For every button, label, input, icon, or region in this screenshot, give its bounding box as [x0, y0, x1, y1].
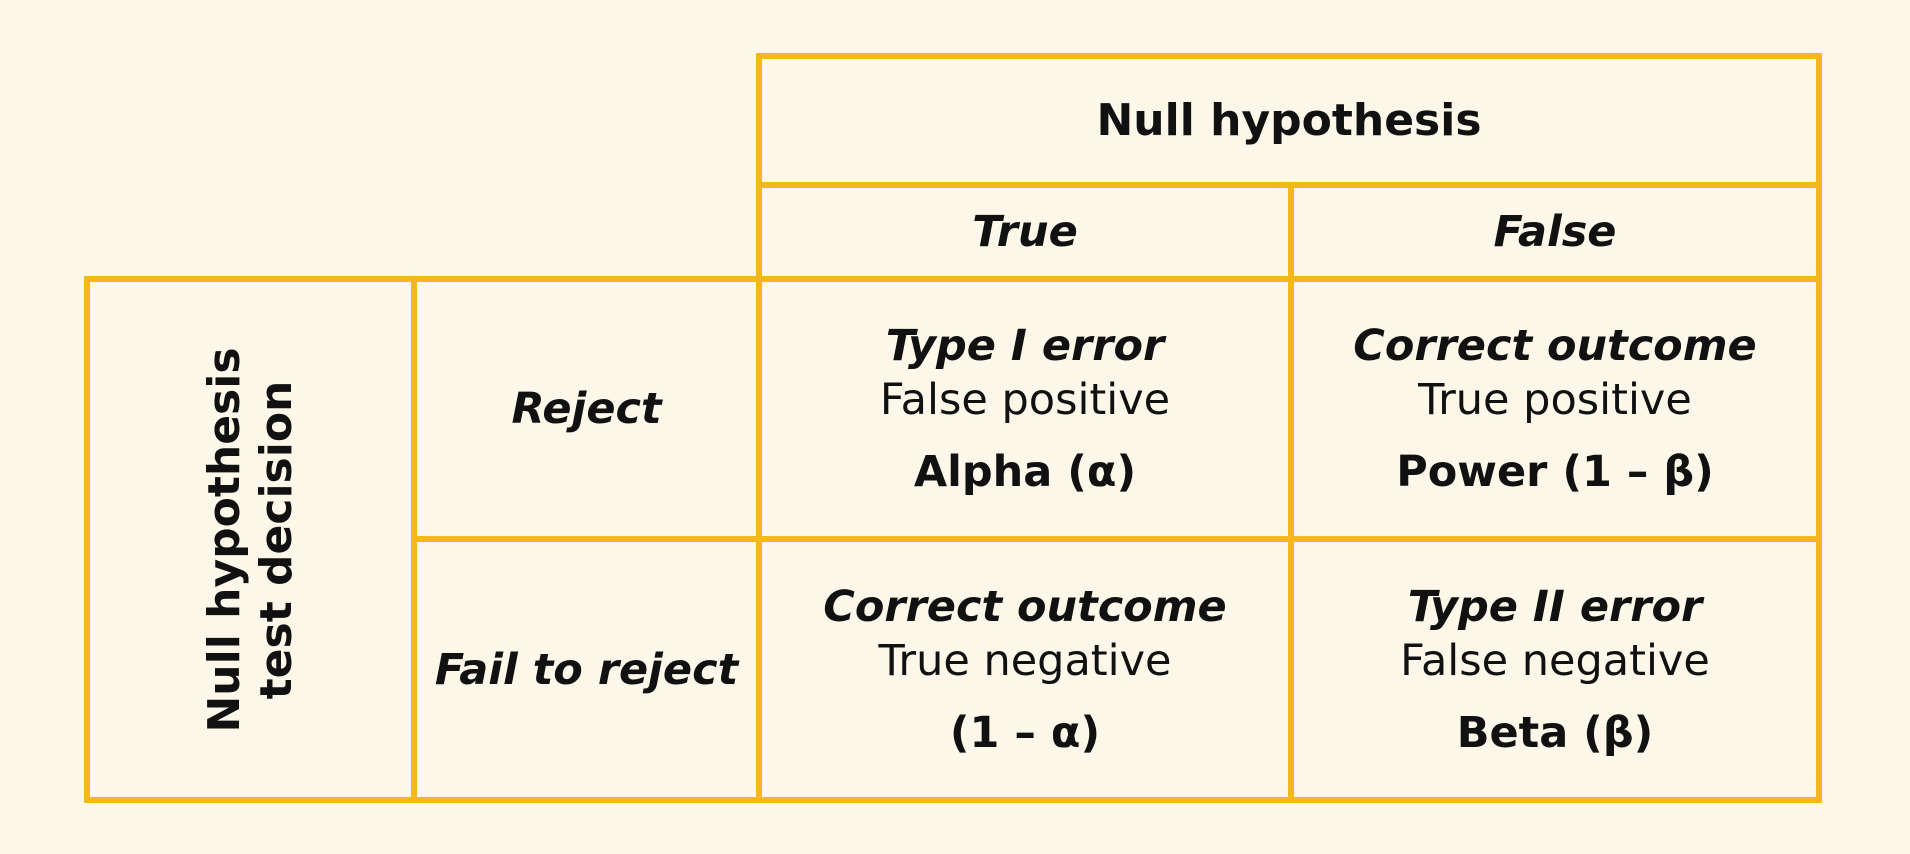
row-header-fail: Fail to reject: [411, 536, 762, 803]
cell-subtitle: False negative: [1400, 635, 1710, 686]
row-header-reject: Reject: [411, 276, 762, 542]
column-label-true: True: [972, 207, 1078, 257]
cell-value: Alpha (α): [913, 447, 1137, 497]
null-hypothesis-header: Null hypothesis: [756, 53, 1822, 188]
cell-fail-false: Type II error False negative Beta (β): [1288, 536, 1822, 803]
cell-fail-true: Correct outcome True negative (1 – α): [756, 536, 1294, 803]
cell-title: Type I error: [885, 321, 1165, 371]
cell-reject-false: Correct outcome True positive Power (1 –…: [1288, 276, 1822, 542]
side-label-line-2: test decision: [250, 380, 302, 699]
column-header-true: True: [756, 182, 1294, 282]
cell-subtitle: True negative: [878, 635, 1172, 686]
cell-title: Correct outcome: [823, 581, 1227, 632]
cell-value: (1 – α): [949, 707, 1101, 758]
row-label-fail: Fail to reject: [434, 644, 739, 695]
cell-reject-true: Type I error False positive Alpha (α): [756, 276, 1294, 542]
cell-subtitle: False positive: [879, 375, 1171, 425]
cell-subtitle: True positive: [1418, 375, 1692, 425]
cell-title: Type II error: [1407, 581, 1703, 632]
cell-value: Power (1 – β): [1396, 447, 1714, 497]
test-decision-header: Null hypothesis test decision: [84, 276, 417, 803]
column-header-false: False: [1288, 182, 1822, 282]
column-label-false: False: [1493, 207, 1617, 257]
cell-title: Correct outcome: [1353, 321, 1757, 371]
side-label-line-1: Null hypothesis: [198, 346, 250, 733]
row-label-reject: Reject: [511, 384, 662, 434]
null-hypothesis-title: Null hypothesis: [1096, 95, 1482, 146]
cell-value: Beta (β): [1456, 707, 1654, 758]
test-decision-label: Null hypothesis test decision: [199, 347, 303, 732]
